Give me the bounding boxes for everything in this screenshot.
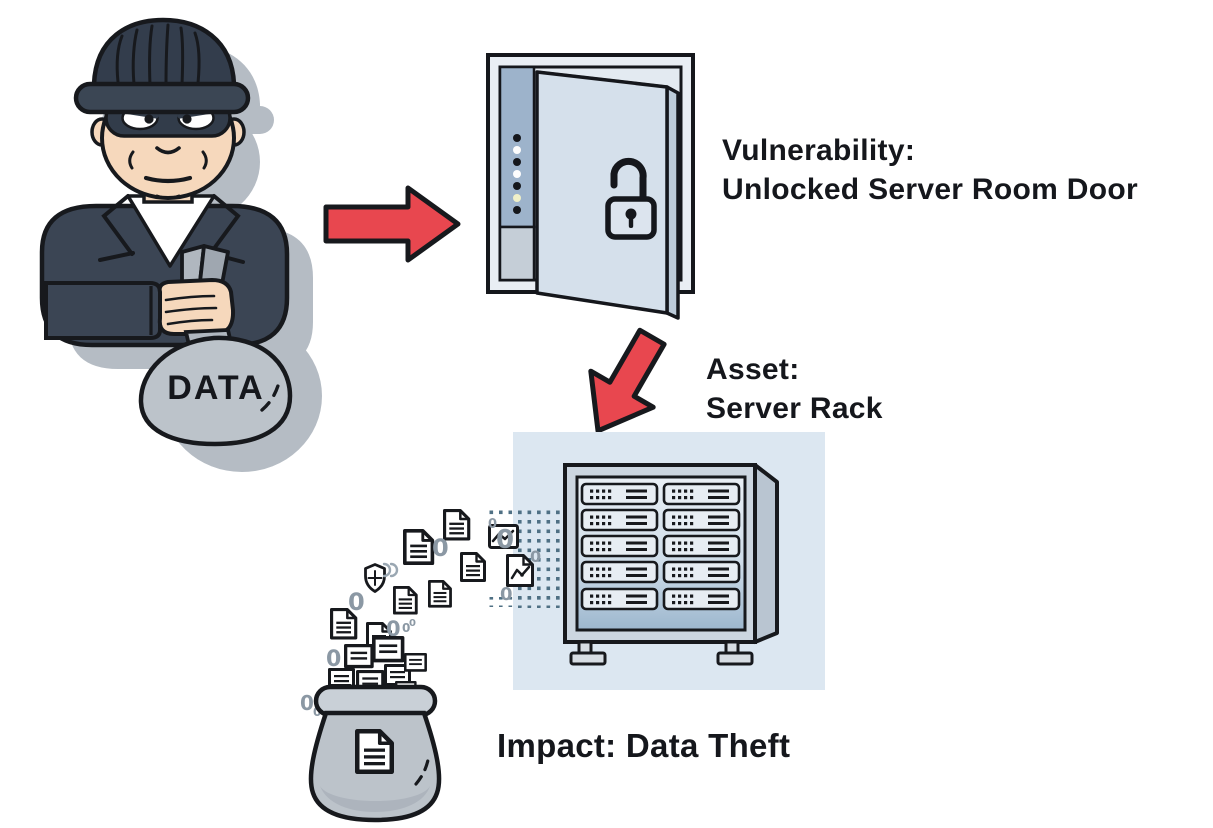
line-chart-document-icon	[506, 554, 534, 587]
data-bag: DATA	[138, 335, 293, 447]
data-bag-label: DATA	[167, 369, 264, 407]
beanie-hat-icon	[73, 17, 251, 115]
binary-zeros: 0 0 0 0 0 0 0 0 0 0 0 0 0	[300, 517, 541, 719]
vulnerability-title: Vulnerability:	[722, 134, 916, 167]
asset-label: Asset: Server Rack	[706, 350, 883, 428]
door-panel	[535, 70, 680, 320]
theft-bag	[308, 684, 442, 823]
document-icon	[357, 731, 392, 772]
svg-text:0: 0	[348, 588, 365, 616]
data-stream-illustration: 0 0 0 0 0 0 0 0 0 0 0 0 0	[300, 509, 541, 823]
svg-text:0: 0	[386, 617, 401, 641]
server-rack-illustration	[485, 432, 825, 690]
vulnerability-subtitle: Unlocked Server Room Door	[722, 173, 1138, 206]
vulnerability-label: Vulnerability: Unlocked Server Room Door	[722, 131, 1138, 209]
svg-text:0: 0	[326, 647, 341, 672]
shield-icon	[364, 563, 386, 593]
impact-label: Impact: Data Theft	[497, 727, 791, 764]
thief-arm	[44, 281, 162, 340]
svg-text:0: 0	[488, 517, 497, 532]
image-chart-icon	[488, 524, 519, 549]
down-arrow-icon	[588, 327, 667, 434]
thief-illustration: DATA	[39, 17, 322, 472]
svg-text:0: 0	[500, 584, 513, 605]
right-arrow-icon	[323, 185, 461, 263]
svg-text:0: 0	[313, 705, 321, 719]
svg-text:0: 0	[432, 534, 449, 562]
thief-hand	[157, 277, 236, 336]
svg-text:0: 0	[409, 618, 416, 629]
asset-subtitle: Server Rack	[706, 392, 883, 425]
rack-feet	[569, 640, 754, 666]
svg-text:0: 0	[496, 525, 514, 555]
thief-face-lines	[128, 146, 208, 200]
svg-text:0: 0	[300, 691, 314, 715]
server-rack-cabinet	[563, 463, 779, 666]
unlocked-padlock-icon	[605, 157, 657, 240]
svg-text:0: 0	[530, 547, 541, 566]
door-illustration	[486, 53, 695, 320]
svg-text:0: 0	[402, 621, 410, 635]
keypad-leds	[498, 65, 536, 282]
asset-title: Asset:	[706, 353, 800, 386]
bag-knot	[180, 244, 230, 286]
